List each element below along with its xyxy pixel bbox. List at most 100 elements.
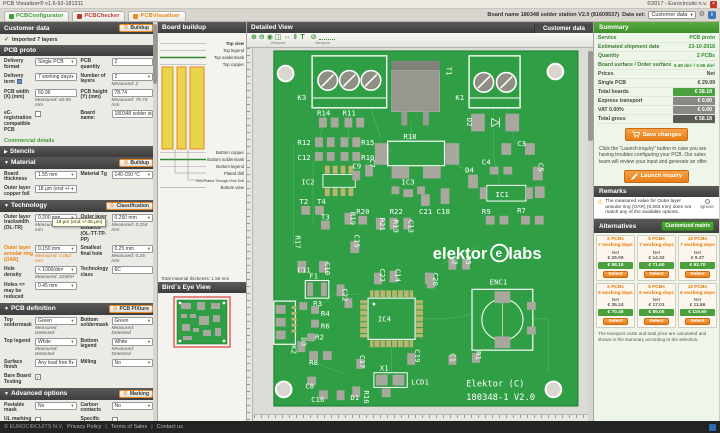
field-hole-density: Hole density < 1000/dm²▾ Measured: 22/dm… (4, 266, 77, 280)
help-icon[interactable]: i (708, 11, 716, 19)
section-pcb-proto[interactable]: PCB proto (0, 45, 157, 56)
svg-text:C9: C9 (352, 162, 361, 171)
close-icon[interactable]: × (710, 0, 717, 8)
bottom-legend-select[interactable]: White▾ (111, 337, 153, 346)
pcb-width-input[interactable]: 60.96 (35, 88, 77, 97)
customized-matrix-button[interactable]: Customized matrix (661, 221, 714, 231)
svg-text:C20: C20 (431, 273, 440, 286)
save-changes-button[interactable]: Save changes (624, 128, 689, 141)
left-panel-scrollbar[interactable] (153, 22, 157, 421)
svg-text:K1: K1 (455, 93, 464, 102)
tab-pcb-configurator[interactable]: PCBConfigurator (4, 11, 70, 21)
section-advanced-options[interactable]: ▼Advanced options ⚙Marking (0, 387, 157, 400)
svg-text:R13: R13 (392, 220, 401, 233)
zoom-out-icon[interactable]: ⊖ (258, 34, 265, 41)
check-icon: ✔ (4, 37, 10, 43)
delivery-format-select[interactable]: Single PCB▾ (35, 58, 77, 66)
ignore-control[interactable]: Ignore (698, 198, 716, 216)
contact-us-link[interactable]: Contact us (156, 424, 183, 430)
svg-text:Non-Plated Through Hole Drill: Non-Plated Through Hole Drill (196, 179, 244, 183)
material-buildup-button[interactable]: ⚙Buildup (119, 158, 153, 167)
pcb-quantity-input[interactable]: 2 (111, 58, 153, 66)
ec-registration-checkbox[interactable] (35, 110, 41, 117)
fit-width-icon[interactable]: ◫ (274, 34, 282, 41)
svg-text:C22: C22 (341, 288, 350, 301)
tab-customer-data[interactable]: Customer data (533, 23, 593, 34)
svg-text:R3: R3 (313, 299, 322, 308)
top-legend-select[interactable]: White▾ (35, 337, 77, 346)
horizontal-ruler (254, 414, 588, 421)
text-toggle-icon[interactable]: T (300, 34, 305, 41)
bottom-soldermask-select[interactable]: Green▾ (111, 316, 153, 325)
surface-finish-select[interactable]: Any lead free fi▾ (35, 358, 77, 367)
ol-isolation-select[interactable]: 0.250 mm▾ (111, 213, 153, 222)
ul-marking-checkbox[interactable] (35, 417, 41, 421)
select-button[interactable]: Select (603, 270, 628, 278)
select-button[interactable]: Select (685, 270, 710, 278)
select-button[interactable]: Select (603, 318, 628, 326)
svg-text:R5: R5 (464, 256, 473, 265)
board-buildup-header: Board buildup (158, 22, 246, 33)
privacy-policy-link[interactable]: Privacy Policy (67, 424, 102, 430)
svg-text:K2: K2 (290, 345, 299, 354)
section-technology[interactable]: ▼Technology ⚙Classification (0, 199, 157, 212)
terms-of-sales-link[interactable]: Terms of Sales (110, 424, 148, 430)
specific-marking-checkbox[interactable] (111, 417, 118, 421)
inquiry-help-text: Click the "Launch inquiry" button in cas… (599, 146, 708, 165)
classification-button[interactable]: ⚙Classification (105, 201, 153, 210)
hole-density-select[interactable]: < 1000/dm²▾ (35, 266, 77, 275)
oar-select[interactable]: 0.150 mm▾ (35, 245, 77, 254)
ignore-radio[interactable] (704, 198, 710, 204)
layers-select[interactable]: 2▾ (111, 72, 153, 81)
data-set-select[interactable]: Customer data▾ (648, 11, 696, 19)
section-stencils[interactable]: ▶Stencils (0, 145, 157, 157)
svg-text:Plated drill: Plated drill (224, 171, 244, 176)
zoom-fit-icon[interactable]: ◉ (266, 34, 273, 41)
flip-vertical-icon[interactable]: ⇕ (292, 34, 299, 41)
cart-icon (631, 131, 640, 138)
board-buildup-panel: Board buildup Top view Top legend Top so… (158, 22, 247, 421)
buildup-button[interactable]: ⚙Buildup (119, 24, 153, 32)
copper-foil-select[interactable]: 18 µm (end +/-▾ (35, 185, 77, 194)
delivery-term-select[interactable]: 7 working days▾ (35, 72, 77, 81)
select-button[interactable]: Select (685, 318, 710, 326)
commercial-details-link[interactable]: Commercial details (4, 137, 55, 144)
tab-pcb-visualizer[interactable]: PCBVisualizer (128, 11, 186, 21)
carbon-contacts-select[interactable]: No▾ (111, 401, 153, 410)
board-name-input[interactable]: 180348 solder stat (111, 109, 153, 118)
flip-horizontal-icon[interactable]: ⇔ (283, 34, 291, 41)
technology-class-input[interactable]: 6C (111, 266, 153, 275)
pcb-height-input[interactable]: 78.74 (111, 88, 153, 97)
milling-select[interactable]: No▾ (111, 358, 153, 367)
field-board-name: Board name: 180348 solder stat (80, 109, 153, 122)
svg-text:LCD1: LCD1 (411, 377, 429, 386)
svg-text:R7: R7 (517, 206, 526, 215)
board-thickness-select[interactable]: 1.55 mm▾ (35, 170, 77, 179)
summary-row-single-pcb: Single PCB€ 29.09 (597, 80, 716, 88)
elektor-labs-logo: elektor e labs (433, 243, 542, 263)
smallest-hole-select[interactable]: 0.25 mm▾ (111, 245, 153, 254)
select-button[interactable]: Select (644, 270, 669, 278)
detail-scrollbar[interactable] (588, 48, 593, 421)
language-icon[interactable] (709, 423, 716, 431)
birds-eye-thumbnail[interactable] (158, 293, 246, 351)
section-material[interactable]: ▼Material ⚙Buildup (0, 156, 157, 169)
material-tg-select[interactable]: 140-150 °C▾ (111, 170, 153, 179)
gear-icon[interactable]: ⚙ (698, 11, 705, 18)
zoom-in-icon[interactable]: ⊕ (251, 34, 257, 41)
tab-pcb-checker[interactable]: PCBChecker (72, 11, 126, 21)
top-soldermask-select[interactable]: Green▾ (35, 316, 77, 325)
svg-text:R6: R6 (321, 322, 330, 331)
select-button[interactable]: Select (644, 318, 669, 326)
pcb-pixture-button[interactable]: ⚙PCB PIXture (108, 304, 153, 313)
launch-inquiry-button[interactable]: Launch inquiry (623, 169, 690, 183)
marking-button[interactable]: ⚙Marking (118, 389, 153, 398)
bare-board-testing-checkbox[interactable] (35, 374, 41, 381)
holes-reduced-select[interactable]: 0.45 mm▾ (35, 282, 77, 291)
section-pcb-definition[interactable]: ▼PCB definition ⚙PCB PIXture (0, 302, 157, 315)
measure-icon[interactable]: ⊘ (310, 34, 317, 41)
peelable-mask-select[interactable]: No▾ (35, 401, 77, 410)
